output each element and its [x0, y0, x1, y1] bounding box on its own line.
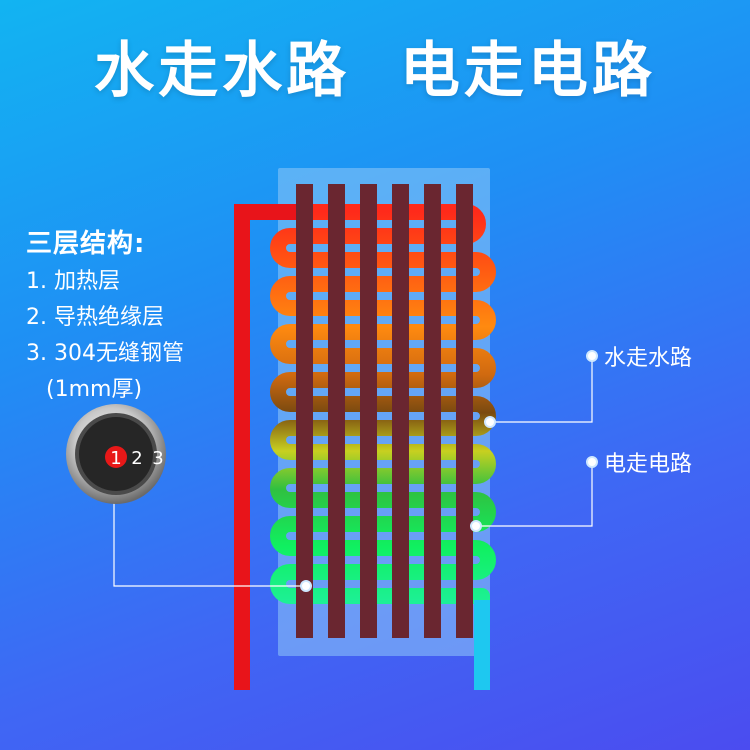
heating-rod — [328, 184, 345, 638]
structure-item-steel-pipe: 3. 304无缝钢管 — [26, 341, 184, 366]
serpentine-pipe — [270, 204, 496, 690]
water-callout-dot — [484, 416, 496, 428]
layer-1-marker — [105, 446, 127, 468]
structure-item-thickness-note: (1mm厚) — [46, 377, 143, 402]
pipe-cross-section: 1 2 3 — [66, 404, 166, 504]
structure-callout-dot — [300, 580, 312, 592]
heating-rod — [296, 184, 313, 638]
page-title: 水走水路 电走电路 — [94, 36, 656, 106]
electric-path-label: 电走电路 — [604, 452, 693, 477]
inlet-pipe-red — [234, 204, 300, 690]
structure-list: 三层结构: 1. 加热层 2. 导热绝缘层 3. 304无缝钢管 (1mm厚) — [26, 226, 184, 408]
layer-number-3: 3 — [152, 448, 163, 469]
structure-item-heating: 1. 加热层 — [26, 269, 120, 294]
electric-callout-dot — [470, 520, 482, 532]
water-callout-line — [490, 356, 593, 423]
water-label-dot — [586, 350, 598, 362]
heating-rod — [456, 184, 473, 638]
heating-rod — [360, 184, 377, 638]
structure-heading: 三层结构: — [26, 229, 146, 259]
electric-callout-line — [476, 462, 593, 527]
heating-rod — [424, 184, 441, 638]
layer-number-1: 1 — [110, 448, 121, 469]
heating-rod — [392, 184, 409, 638]
layer-number-2: 2 — [131, 448, 142, 469]
structure-item-insulation: 2. 导热绝缘层 — [26, 305, 164, 330]
structure-callout-line — [113, 500, 306, 587]
outlet-pipe-cyan — [474, 600, 490, 690]
electric-label-dot — [586, 456, 598, 468]
heating-rods — [296, 184, 473, 638]
water-path-label: 水走水路 — [604, 346, 693, 371]
